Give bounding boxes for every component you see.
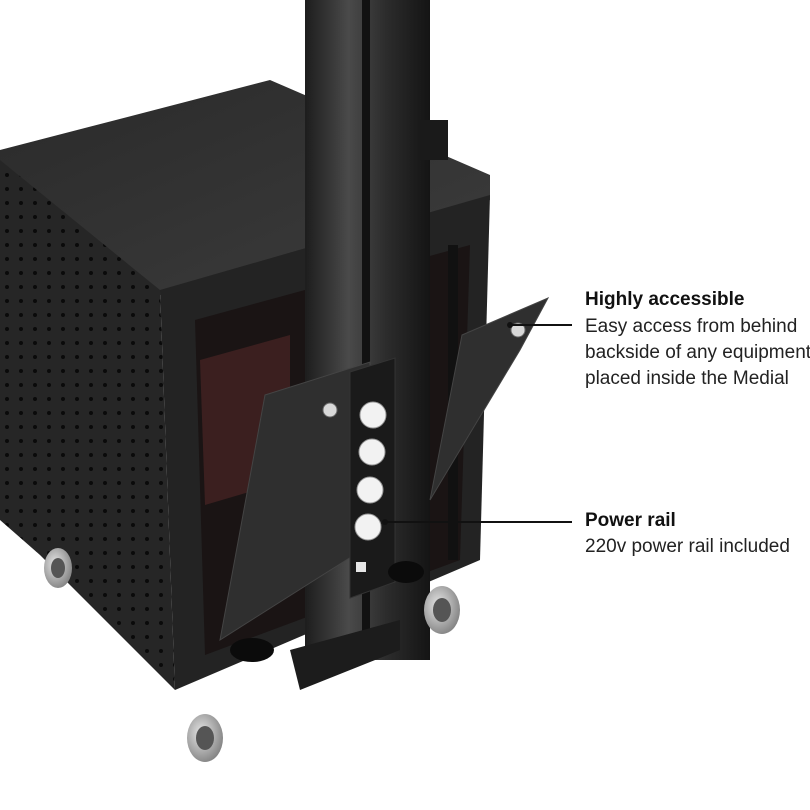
power-switch: [356, 562, 366, 572]
cable-hole-right: [388, 561, 424, 583]
caster-wheel: [44, 548, 72, 588]
callout-access-line: backside of any equipment: [585, 342, 810, 363]
power-socket: [354, 513, 382, 541]
power-socket: [359, 401, 387, 429]
callout-access-title: Highly accessible: [585, 289, 745, 310]
callout-dot-access: [507, 322, 513, 328]
caster-wheel: [424, 586, 460, 634]
pole-bracket: [418, 120, 448, 160]
callout-power-line: 220v power rail included: [585, 536, 790, 557]
right-door-panel: [429, 296, 550, 501]
door-latch-left: [322, 402, 338, 418]
callout-dot-power: [382, 519, 388, 525]
cable-hole-left: [230, 638, 274, 662]
callout-access-line: Easy access from behind: [585, 316, 798, 337]
door-latch-right: [510, 322, 526, 338]
power-sockets: [354, 401, 387, 572]
power-socket: [358, 438, 386, 466]
callout-access-line: placed inside the Medial: [585, 368, 789, 389]
caster-wheel: [187, 714, 223, 762]
pole-groove: [362, 0, 370, 660]
callout-access-body: Easy access from behind backside of any …: [585, 314, 810, 392]
pole-base-plate: [290, 620, 400, 690]
power-socket: [356, 476, 384, 504]
callout-power-body: 220v power rail included: [585, 534, 790, 560]
callout-power-title: Power rail: [585, 510, 676, 531]
cabinet-side-panel: [0, 160, 175, 690]
